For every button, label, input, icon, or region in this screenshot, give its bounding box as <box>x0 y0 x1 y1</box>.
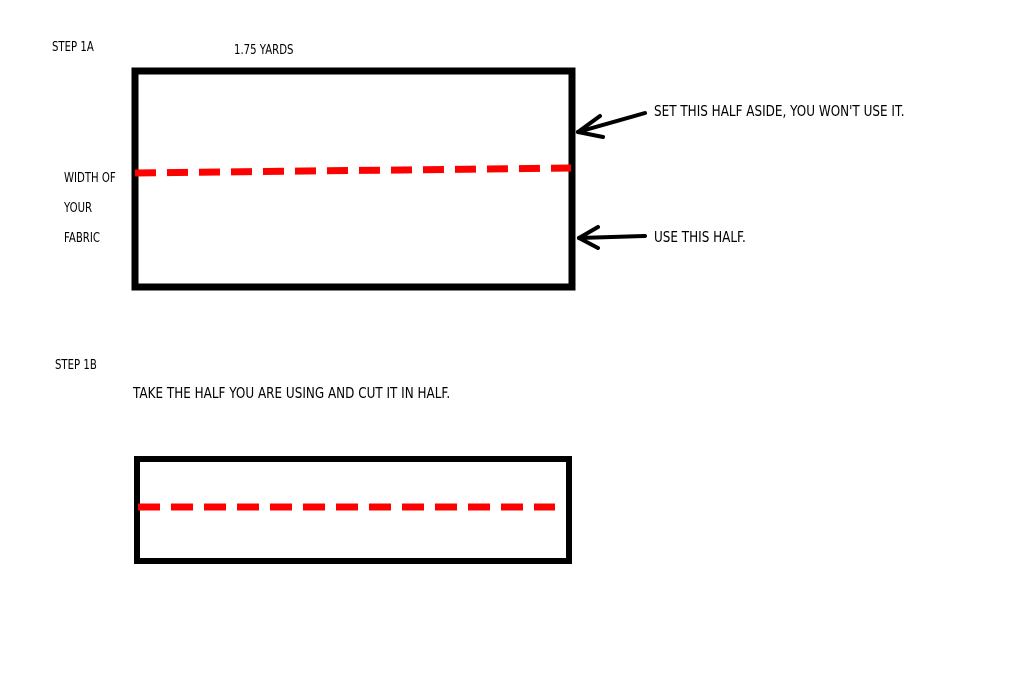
width-label-line: your <box>64 201 93 216</box>
fabric-length-label: 1.75 yards <box>234 43 294 58</box>
top-half-note: Set this half aside, you won't use it. <box>654 102 905 120</box>
step-1b-instruction: Take the half you are using and cut it i… <box>133 384 451 402</box>
bottom-half-note: Use this half. <box>654 228 746 246</box>
arrow-left-icon <box>576 111 647 139</box>
cut-line-step-1a <box>134 164 572 177</box>
fabric-rectangle-step-1a <box>131 67 576 291</box>
arrow-left-icon <box>577 225 647 250</box>
width-label-line: Width of <box>64 171 116 186</box>
fabric-width-label: Width of your fabric <box>64 164 116 254</box>
step-1a-label: Step 1A <box>52 40 94 55</box>
width-label-line: fabric <box>64 231 100 246</box>
step-1b-label: Step 1B <box>55 358 97 373</box>
fabric-rectangle-step-1b <box>134 456 572 564</box>
